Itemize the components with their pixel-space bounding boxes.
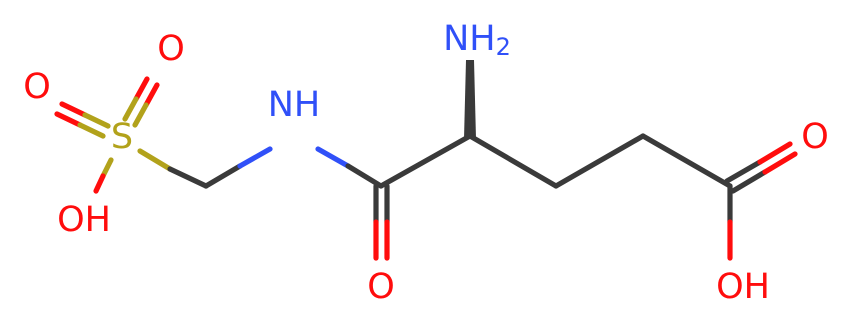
bond-wedge-nh2 [464,60,476,139]
atom-o-carboxyl: O [801,117,829,157]
atom-oh-carboxyl: OH [716,267,770,307]
bond-nh-camide [315,146,384,189]
atom-sulfur: S [111,117,133,157]
bond-c4-ccooh [640,133,733,189]
bond-s-o-top [122,76,160,128]
nh2-main: NH [443,19,496,59]
atom-o-amide: O [367,267,395,307]
bond-s-oh [93,157,114,194]
bond-c-o-carboxyl [724,141,798,194]
nh2-subscript: 2 [496,33,511,61]
bond-s-ch2 [137,148,209,189]
bond-camide-calpha [378,133,473,189]
atom-nh-amide: NH [268,85,321,125]
bond-calpha-c3 [467,133,559,189]
bond-c3-c4 [553,133,646,189]
atom-oh-sulfonic: OH [57,200,111,240]
atom-nh2: NH2 [443,19,511,61]
atom-o-sulfonyl-top: O [157,29,185,69]
atom-o-sulfonyl-left: O [23,67,51,107]
bond-ch2-nh [203,146,273,189]
bond-s-o-left [54,101,111,139]
bond-c-o-amide [373,183,390,261]
